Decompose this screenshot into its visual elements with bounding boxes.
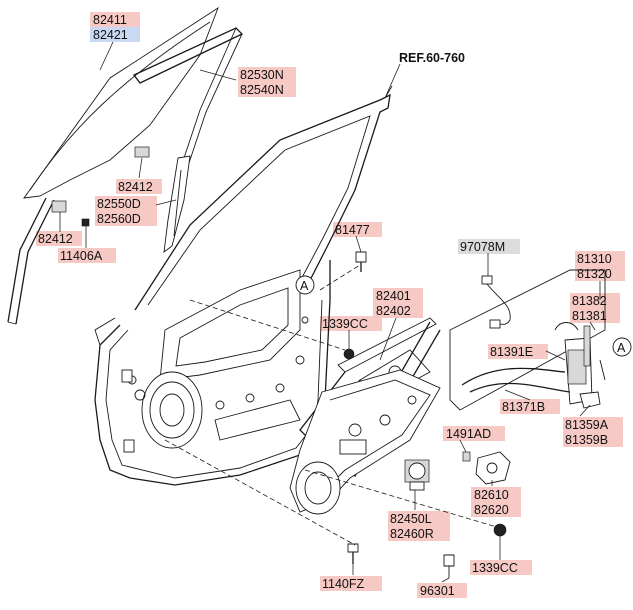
label-82412-lower: 82412 <box>38 232 73 246</box>
label-81310: 81310 <box>577 252 612 266</box>
door-module-panel <box>289 369 441 515</box>
wire-harness <box>481 275 511 329</box>
callout-marker-latch: A <box>612 337 632 357</box>
callout-a-latch: A <box>617 341 626 355</box>
label-82450l: 82450L <box>390 512 432 526</box>
window-clips <box>51 146 150 227</box>
label-81381: 81381 <box>572 309 607 323</box>
label-82460r: 82460R <box>390 527 434 541</box>
callout-marker-door: A <box>295 275 315 295</box>
label-82402: 82402 <box>376 304 411 318</box>
inside-handle <box>475 451 511 485</box>
label-1140fz: 1140FZ <box>322 577 365 591</box>
label-1339cc-lower: 1339CC <box>472 561 518 575</box>
label-82530n: 82530N <box>240 68 284 82</box>
label-81391e: 81391E <box>490 345 533 359</box>
label-81382: 81382 <box>572 294 607 308</box>
clip-1491ad <box>462 451 471 462</box>
label-82550d: 82550D <box>97 197 141 211</box>
label-1491ad: 1491AD <box>446 427 491 441</box>
glass-run-channel <box>7 27 244 325</box>
label-82411: 82411 <box>93 13 127 27</box>
label-97078m: 97078M <box>460 240 505 254</box>
callout-a-door: A <box>300 279 309 293</box>
ref-label: REF.60-760 <box>399 51 465 65</box>
label-82560d: 82560D <box>97 212 141 226</box>
part-labels: REF.60-760 82411 82421 82530N 82540N 824… <box>38 13 612 598</box>
door-inner-panel <box>94 85 393 486</box>
label-1339cc-upper: 1339CC <box>322 317 368 331</box>
label-11406a: 11406A <box>60 249 103 263</box>
window-glass <box>23 6 219 199</box>
label-81359a: 81359A <box>565 418 609 432</box>
label-81477: 81477 <box>335 223 370 237</box>
label-96301: 96301 <box>420 584 455 598</box>
leader-lines <box>59 41 601 583</box>
label-82401: 82401 <box>376 289 411 303</box>
guide-rail <box>163 155 191 253</box>
regulator-motor <box>404 459 430 491</box>
label-82412-upper: 82412 <box>118 180 153 194</box>
label-82620: 82620 <box>474 503 509 517</box>
label-highlights <box>36 12 625 598</box>
label-81359b: 81359B <box>565 433 608 447</box>
door-latch-assembly <box>449 269 606 411</box>
label-82540n: 82540N <box>240 83 284 97</box>
label-81371b: 81371B <box>502 400 545 414</box>
label-82421: 82421 <box>93 28 128 42</box>
label-81320: 81320 <box>577 267 612 281</box>
label-82610: 82610 <box>474 488 509 502</box>
